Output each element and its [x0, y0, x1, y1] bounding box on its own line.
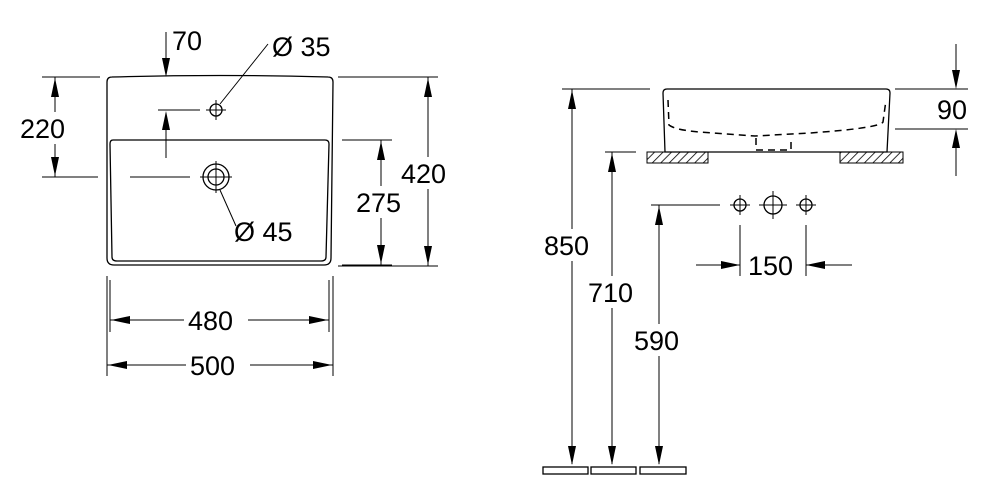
dim-drain-diameter: Ø 45 [234, 217, 293, 247]
floor-block [639, 466, 687, 475]
counter-hatch-right [839, 151, 904, 164]
dim-basin-height: 90 [937, 95, 967, 125]
dim-tap-spacing: 150 [748, 251, 793, 281]
dim-tap-depth: 220 [20, 114, 65, 144]
dim-total-depth: 420 [401, 159, 446, 189]
tap-hole-icon [158, 100, 226, 120]
floor-block [590, 466, 637, 475]
dim-inner-width: 480 [188, 306, 233, 336]
counter-hatch-left [646, 151, 709, 164]
side-view: 90 850 710 590 [542, 44, 968, 475]
basin-profile [662, 88, 891, 153]
dim-total-width: 500 [190, 351, 235, 381]
dim-tap-height: 590 [634, 326, 679, 356]
top-view: 70 Ø 35 Ø 45 220 275 420 [20, 26, 456, 381]
dim-counter-height: 710 [588, 278, 633, 308]
floor-block [542, 466, 589, 475]
dim-tap-hole-diameter: Ø 35 [272, 32, 331, 62]
dim-tap-offset: 70 [172, 26, 202, 56]
basin-outline [106, 74, 334, 266]
tap-connection-icons [730, 191, 816, 219]
bowl-outline [109, 139, 330, 262]
dim-bowl-depth: 275 [356, 188, 401, 218]
dim-top-height: 850 [544, 231, 589, 261]
drain-icon [130, 161, 232, 193]
